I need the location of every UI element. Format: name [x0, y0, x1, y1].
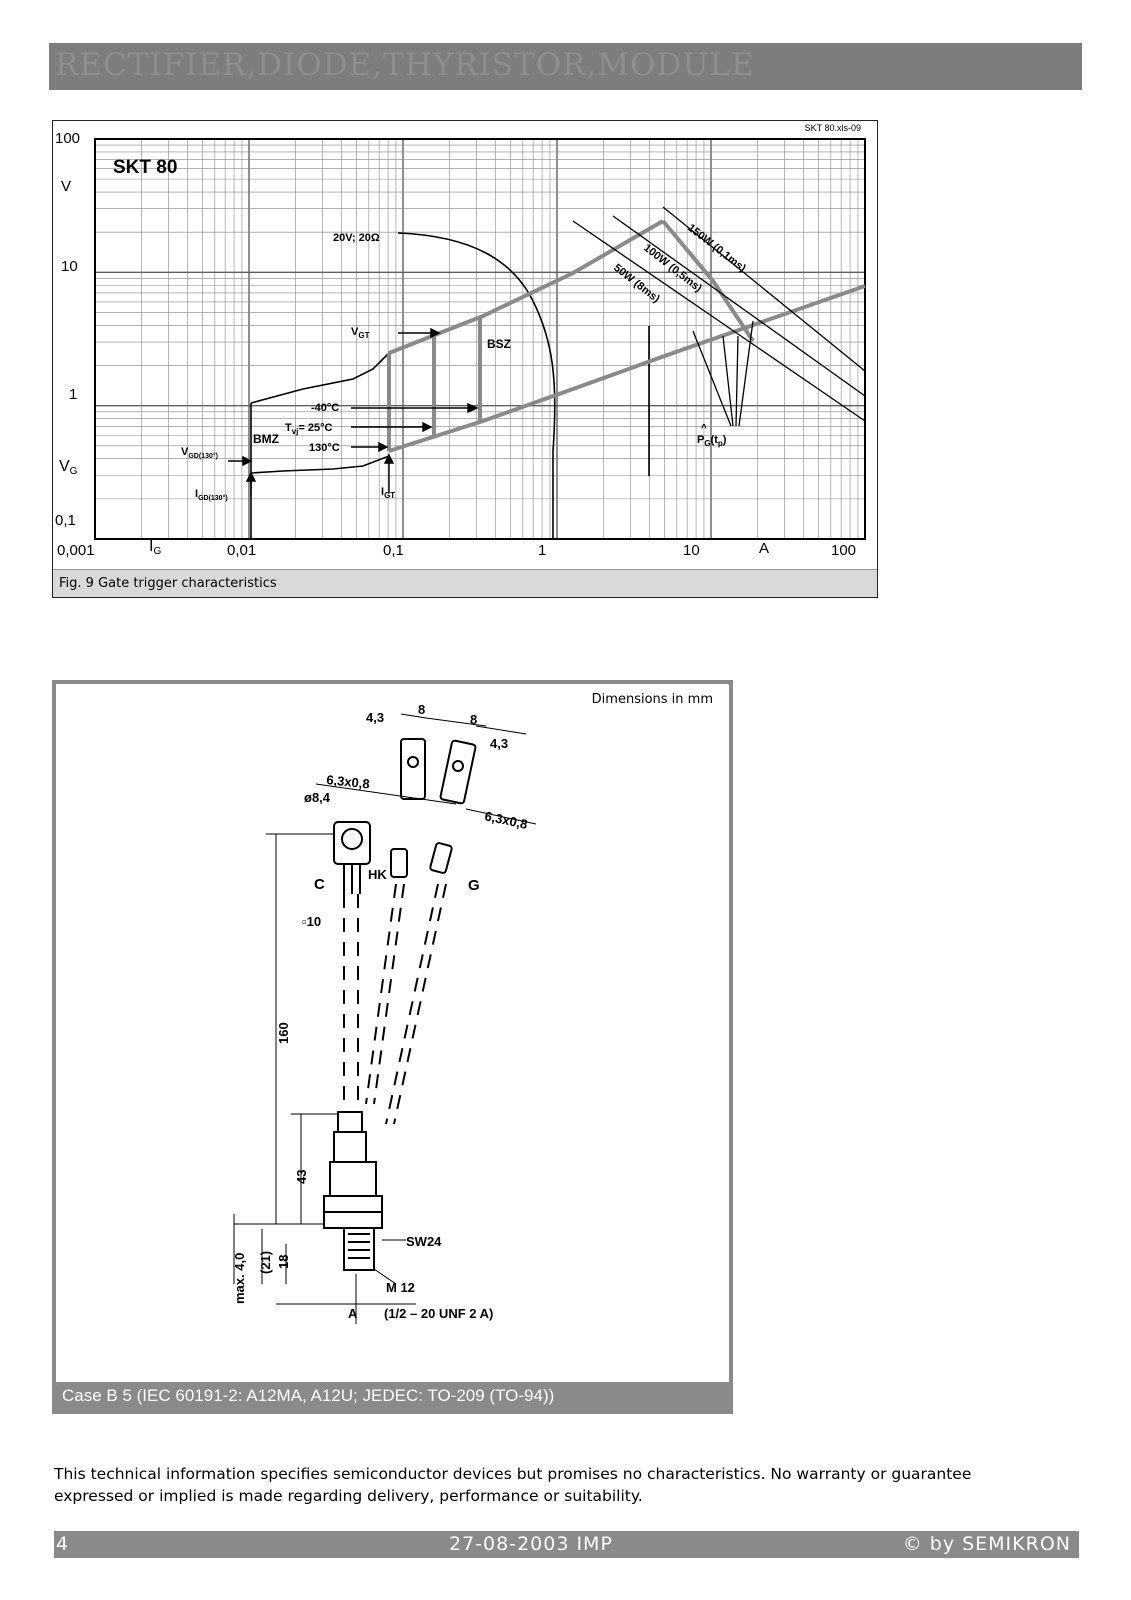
dim-21: (21)	[258, 1251, 273, 1274]
pg-label: PG(tp)	[697, 434, 727, 448]
igt-label: IGT	[381, 486, 395, 500]
stud-sleeve	[337, 1111, 363, 1133]
load-line-label: 20V; 20Ω	[333, 232, 380, 244]
pg-pointer-a	[692, 330, 732, 427]
y-label: VG	[59, 458, 78, 477]
tab-left-size: 6,3x0,8	[326, 772, 371, 791]
vgt-label: VGT	[351, 326, 370, 340]
label-unf: (1/2 – 20 UNF 2 A)	[384, 1306, 493, 1321]
pg-hat: ^	[701, 423, 707, 434]
disclaimer-text: This technical information specifies sem…	[54, 1463, 1084, 1507]
gate-trigger-chart: SKT 80.xls-09 SKT 80 100 V 10 1 VG 0,1 0…	[55, 123, 866, 559]
annotation-arrows	[228, 327, 479, 496]
line-100w	[612, 215, 866, 397]
vgd-label: VGD(130°)	[181, 446, 218, 460]
curve-upper-bound	[250, 352, 390, 404]
dim-4-3-right: 4,3	[490, 736, 508, 751]
label-sq10: ▫10	[302, 914, 321, 929]
case-body	[323, 738, 477, 1271]
chart-curves	[250, 232, 650, 539]
y-tick-0-1: 0,1	[55, 512, 76, 529]
case-caption-bar: Case B 5 (IEC 60191-2: A12MA, A12U; JEDE…	[56, 1382, 729, 1410]
dim-8-b: 8	[470, 712, 477, 727]
case-drawing-panel: Dimensions in mm	[52, 680, 733, 1414]
label-c: C	[314, 876, 325, 893]
hole-dia: ø8,4	[304, 790, 331, 805]
x-tick-10: 10	[683, 542, 700, 559]
dim-18: 18	[276, 1255, 291, 1269]
dimension-lines	[233, 713, 537, 1324]
x-label: IG	[149, 538, 161, 557]
hk-connector	[390, 848, 408, 878]
igd-label: IGD(130°)	[195, 488, 228, 502]
tab-right	[439, 739, 477, 805]
dim-max-4: max. 4,0	[232, 1253, 247, 1304]
gate-trigger-figure: SKT 80.xls-09 SKT 80 100 V 10 1 VG 0,1 0…	[52, 120, 878, 598]
x-tick-0-1: 0,1	[383, 542, 404, 559]
page-footer-bar: 4 27-08-2003 IMP © by SEMIKRON	[54, 1531, 1079, 1558]
line-150w	[662, 206, 866, 372]
bmz-label: BMZ	[253, 432, 279, 446]
g-connector	[429, 842, 453, 874]
footer-copyright: © by SEMIKRON	[902, 1533, 1071, 1555]
disclaimer-line-2: expressed or implied is made regarding d…	[54, 1487, 643, 1505]
region-150w	[661, 219, 755, 343]
case-outline-drawing: 4,3 8 8 4,3 6,3x0,8 6,3x0,8 ø8,4 C HK G …	[232, 702, 537, 1324]
y-unit: V	[61, 178, 71, 195]
pg-pointer-c	[735, 335, 739, 427]
x-tick-0-01: 0,01	[227, 542, 256, 559]
dim-43: 43	[294, 1170, 309, 1184]
x-unit: A	[759, 540, 769, 557]
x-tick-100: 100	[831, 542, 856, 559]
dim-8-a: 8	[418, 702, 425, 717]
t-130-label: 130°C	[309, 442, 340, 454]
dimensions-label: Dimensions in mm	[591, 692, 713, 707]
pg-pointer-b	[722, 335, 734, 427]
lug-hole	[341, 828, 363, 850]
label-a: A	[348, 1306, 358, 1321]
chart-labels: SKT 80.xls-09 SKT 80 100 V 10 1 VG 0,1 0…	[55, 123, 861, 559]
tvj-label: Tvj= 25°C	[285, 422, 333, 436]
tab-left	[400, 738, 426, 800]
case-caption: Case B 5 (IEC 60191-2: A12MA, A12U; JEDE…	[62, 1386, 555, 1405]
header-title: RECTIFIER,DIODE,THYRISTOR,MODULE	[55, 47, 755, 83]
tab-right-size: 6,3x0,8	[483, 808, 529, 832]
dim-160: 160	[276, 1022, 291, 1044]
figure-caption-bar: Fig. 9 Gate trigger characteristics	[53, 569, 877, 597]
pg-pointer-d	[738, 320, 754, 427]
disclaimer-line-1: This technical information specifies sem…	[54, 1465, 972, 1483]
trigger-region	[387, 219, 866, 453]
dim-4-3-left: 4,3	[366, 710, 384, 725]
cable-g	[385, 883, 439, 1125]
line-50w	[572, 220, 866, 422]
p150-label: 150W (0,1ms)	[685, 222, 748, 275]
figure-caption: Fig. 9 Gate trigger characteristics	[59, 576, 277, 591]
thread-stud	[343, 1227, 375, 1271]
p50-label: 50W (8ms)	[611, 262, 662, 306]
power-lines	[572, 206, 866, 427]
bsz-label: BSZ	[487, 337, 511, 351]
label-sw24: SW24	[406, 1234, 442, 1249]
label-hk: HK	[368, 867, 387, 882]
cable-hk	[365, 883, 397, 1105]
page-number: 4	[56, 1533, 69, 1555]
y-tick-100: 100	[55, 130, 80, 147]
page-header-bar: RECTIFIER,DIODE,THYRISTOR,MODULE	[49, 43, 1082, 90]
x-tick-1: 1	[538, 542, 546, 559]
plot-frame	[94, 138, 866, 540]
y-tick-1: 1	[69, 386, 77, 403]
device-label: SKT 80	[113, 157, 177, 178]
label-m12: M 12	[386, 1280, 415, 1295]
y-tick-10: 10	[61, 258, 78, 275]
curve-lower-bound	[250, 455, 390, 474]
region-lower	[388, 284, 866, 453]
footer-date: 27-08-2003 IMP	[449, 1533, 613, 1555]
load-line-curve	[397, 232, 556, 539]
label-g: G	[468, 877, 480, 894]
x-tick-0-001: 0,001	[57, 542, 95, 559]
file-tag: SKT 80.xls-09	[805, 123, 861, 133]
t-minus40-label: -40°C	[311, 402, 339, 414]
case-labels: 4,3 8 8 4,3 6,3x0,8 6,3x0,8 ø8,4 C HK G …	[232, 702, 529, 1321]
